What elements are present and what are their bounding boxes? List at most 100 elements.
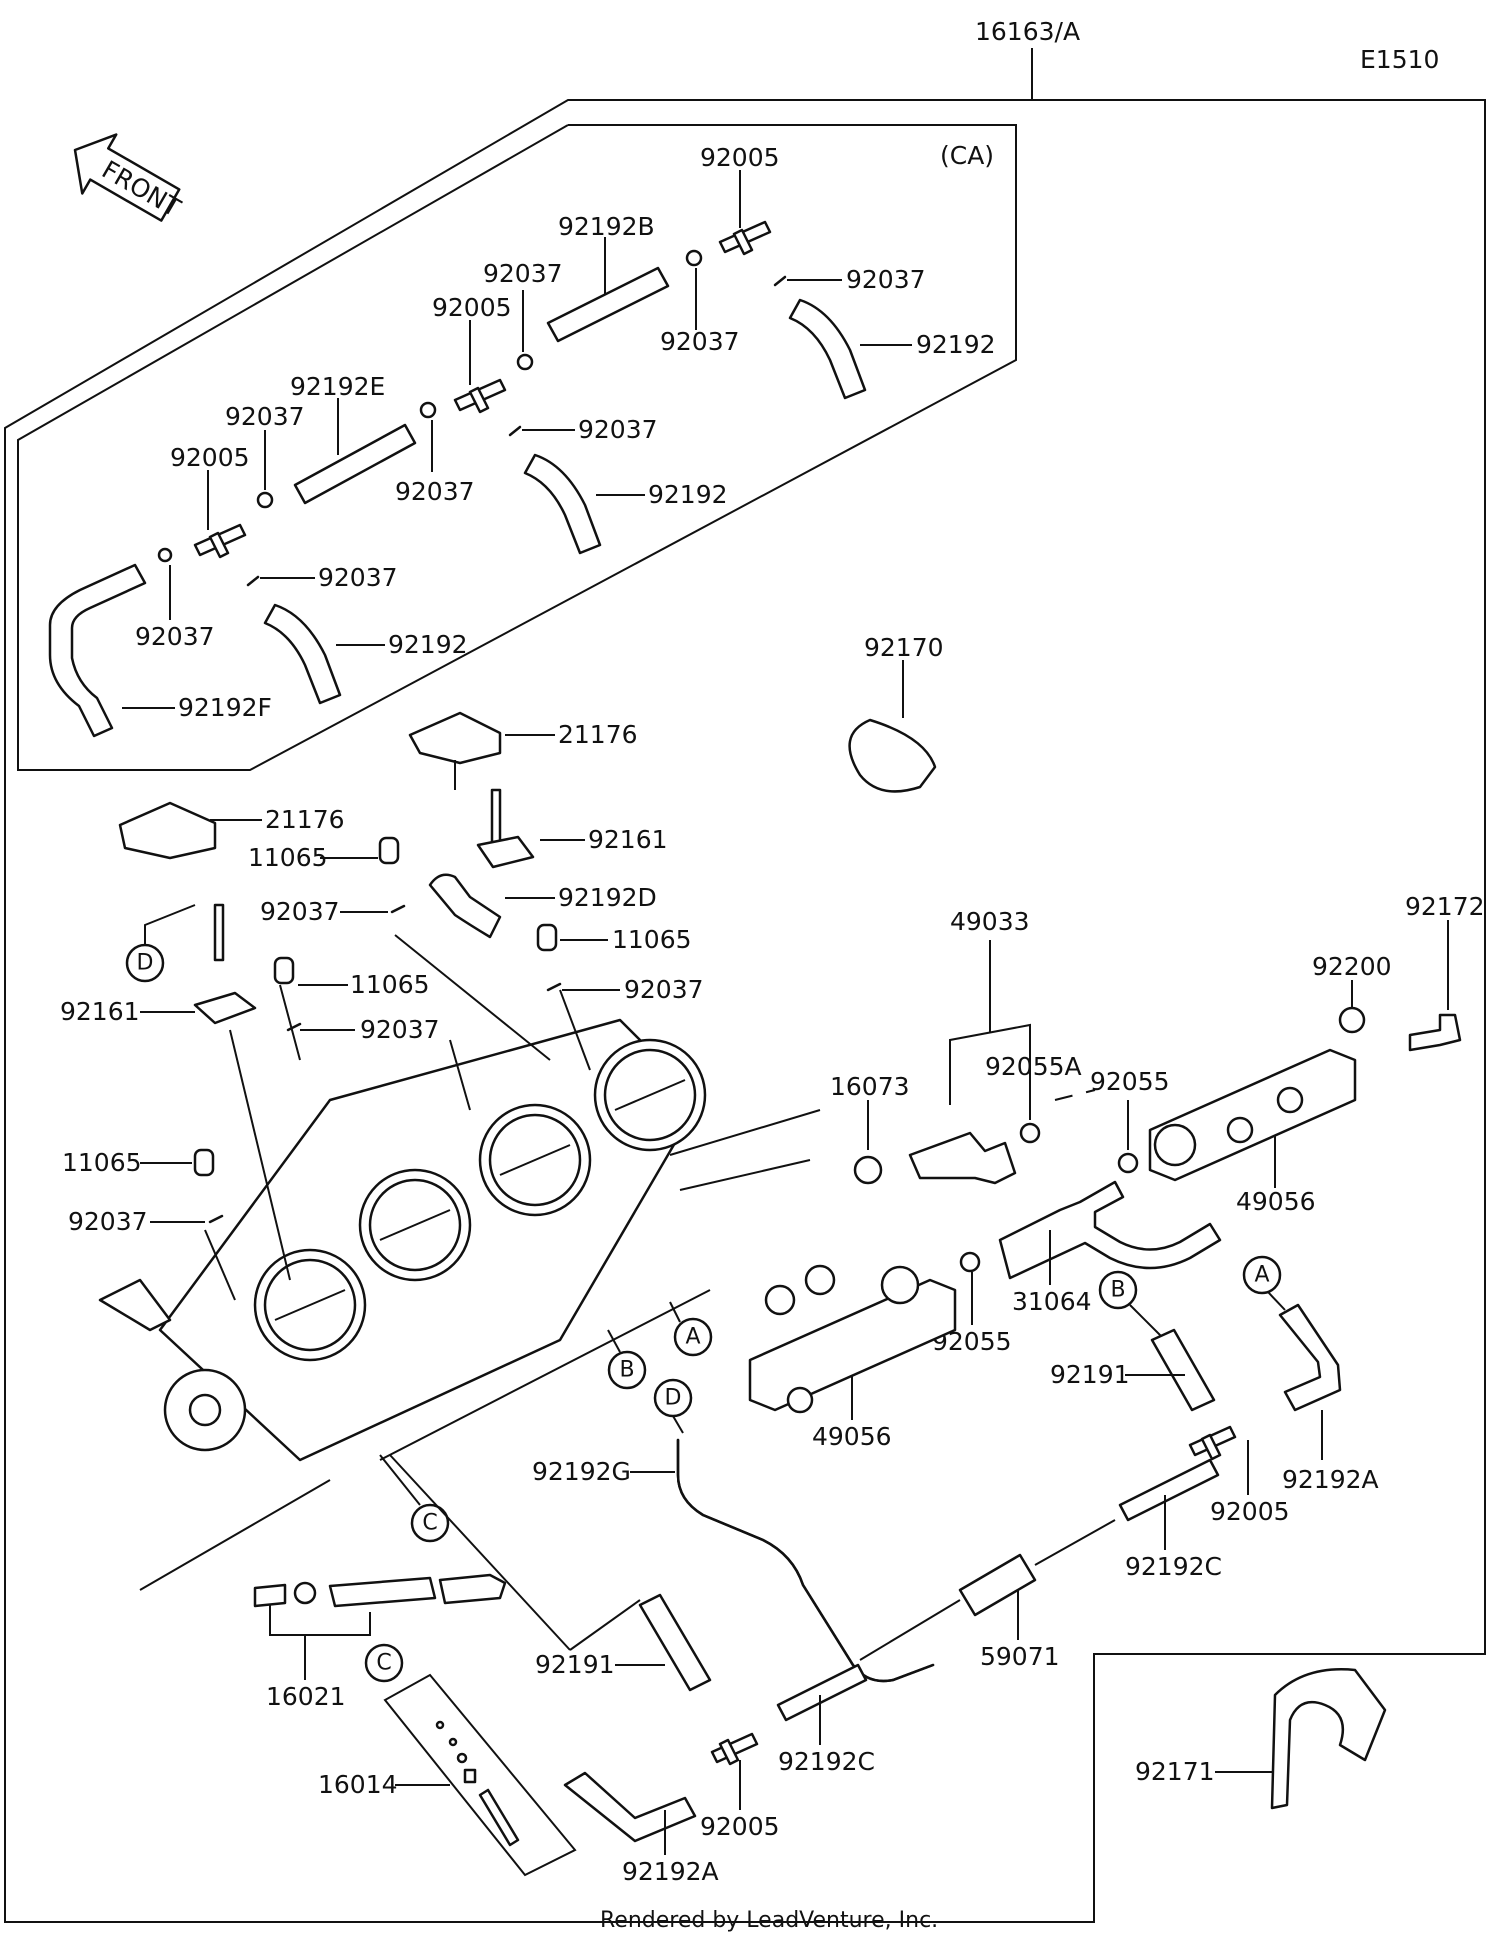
leader-line: [389, 1454, 571, 1651]
washer-icon: [1338, 1006, 1366, 1034]
label-92037-2: 92037: [846, 265, 926, 294]
hose-92192f-icon: [48, 563, 147, 738]
clip-icon: [773, 275, 787, 287]
cap-11065-icon: [193, 1148, 215, 1177]
fitting-icon: [490, 788, 502, 847]
cap-11065-icon: [273, 956, 295, 985]
clip-icon: [157, 547, 173, 563]
leader-line: [449, 1039, 471, 1111]
washer-icon: [293, 1581, 317, 1605]
ref-c-circle: [364, 1643, 404, 1683]
injector-49033-icon: [908, 1131, 1017, 1185]
label-92037-11: 92037: [360, 1015, 440, 1044]
sensor-21176-icon: [118, 801, 217, 860]
label-92172: 92172: [1405, 892, 1485, 921]
hose-92192b-icon: [546, 266, 670, 343]
label-92005-1: 92005: [700, 143, 780, 172]
clip-icon: [508, 425, 522, 437]
ref-a-circle: [1242, 1255, 1282, 1295]
label-92037-5: 92037: [578, 415, 658, 444]
label-49033: 49033: [950, 907, 1030, 936]
screw-head-icon: [438, 1573, 507, 1605]
label-16014: 16014: [318, 1770, 398, 1799]
t-joint-icon: [453, 378, 507, 414]
hose-92192-icon: [788, 298, 867, 400]
label-92037-10: 92037: [624, 975, 704, 1004]
label-92005-3: 92005: [170, 443, 250, 472]
clip-icon: [208, 1214, 224, 1224]
label-92192-1: 92192: [916, 330, 996, 359]
clip-icon: [246, 575, 260, 587]
label-92171: 92171: [1135, 1757, 1215, 1786]
label-92192g: 92192G: [532, 1457, 631, 1486]
label-92005-2: 92005: [432, 293, 512, 322]
fuel-rail-port-icon: [1226, 1116, 1254, 1144]
label-92161-1: 92161: [588, 825, 668, 854]
ref-c-label-2: C: [376, 1651, 391, 1676]
label-21176-1: 21176: [558, 720, 638, 749]
ref-b-circle: [607, 1350, 647, 1390]
t-joint-icon: [718, 220, 772, 256]
label-92192a-2: 92192A: [622, 1857, 719, 1886]
label-92037-1: 92037: [660, 327, 740, 356]
label-92192-3: 92192: [388, 630, 468, 659]
fuel-rail-port-icon: [880, 1265, 920, 1305]
label-11065-2: 11065: [612, 925, 692, 954]
label-92005-5: 92005: [700, 1812, 780, 1841]
cap-11065-icon: [378, 836, 400, 865]
screw-16014-icon: [478, 1788, 520, 1847]
label-92161-2: 92161: [60, 997, 140, 1026]
ball-icon: [435, 1720, 445, 1730]
hose-92192c-icon: [776, 1663, 868, 1722]
label-92192e: 92192E: [290, 372, 385, 401]
label-49056-1: 49056: [1236, 1187, 1316, 1216]
label-31064: 31064: [1012, 1287, 1092, 1316]
hose-92192a-icon: [1278, 1303, 1342, 1412]
clip-icon: [419, 401, 437, 419]
ref-b-label: B: [1110, 1278, 1125, 1303]
hose-92192c-icon: [1118, 1458, 1220, 1522]
t-joint-icon: [193, 523, 247, 559]
label-92170: 92170: [864, 633, 944, 662]
label-92055-1: 92055: [1090, 1067, 1170, 1096]
hose-92191-icon: [638, 1593, 712, 1692]
joint-59071-icon: [958, 1553, 1037, 1617]
label-92191-2: 92191: [535, 1650, 615, 1679]
fuel-rail-49056-icon: [748, 1278, 957, 1412]
label-92192-2: 92192: [648, 480, 728, 509]
ca-inset-frame: [17, 124, 1017, 771]
ref-a-circle: [673, 1317, 713, 1357]
band-92170-icon: [848, 718, 937, 793]
ref-a-label-2: A: [685, 1325, 700, 1350]
label-92192c-2: 92192C: [778, 1747, 875, 1776]
label-59071: 59071: [980, 1642, 1060, 1671]
oring-icon: [1117, 1152, 1139, 1174]
clip-icon: [546, 982, 562, 992]
clamp-92171-icon: [1270, 1668, 1387, 1810]
hose-92192g-inner: [676, 1438, 935, 1683]
spring-icon: [463, 1768, 477, 1784]
diagram-code: E1510: [1360, 45, 1439, 74]
fuel-rail-port-icon: [1276, 1086, 1304, 1114]
hose-92192d-icon: [428, 873, 502, 939]
injector-bracket: [949, 1023, 1031, 1105]
label-21176-2: 21176: [265, 805, 345, 834]
label-92005-4: 92005: [1210, 1497, 1290, 1526]
label-92192a-1: 92192A: [1282, 1465, 1379, 1494]
cap-11065-icon: [536, 923, 558, 952]
hose-92191-icon: [1150, 1328, 1216, 1412]
label-92037-6: 92037: [225, 402, 305, 431]
clip-icon: [516, 353, 534, 371]
fuel-rail-port-icon: [764, 1284, 796, 1316]
t-joint-icon: [1188, 1425, 1237, 1461]
assembly-frame: [4, 99, 1486, 1923]
label-92037-9: 92037: [260, 897, 340, 926]
leader-line: [379, 1289, 711, 1461]
fuel-rail-port-icon: [1153, 1123, 1197, 1167]
ref-a-label: A: [1254, 1263, 1269, 1288]
leader-line: [569, 1599, 641, 1651]
label-11065-3: 11065: [350, 970, 430, 999]
t-joint-icon: [710, 1732, 759, 1766]
bolt-92172-icon: [1408, 1013, 1462, 1052]
hose-92192-icon: [263, 603, 342, 705]
